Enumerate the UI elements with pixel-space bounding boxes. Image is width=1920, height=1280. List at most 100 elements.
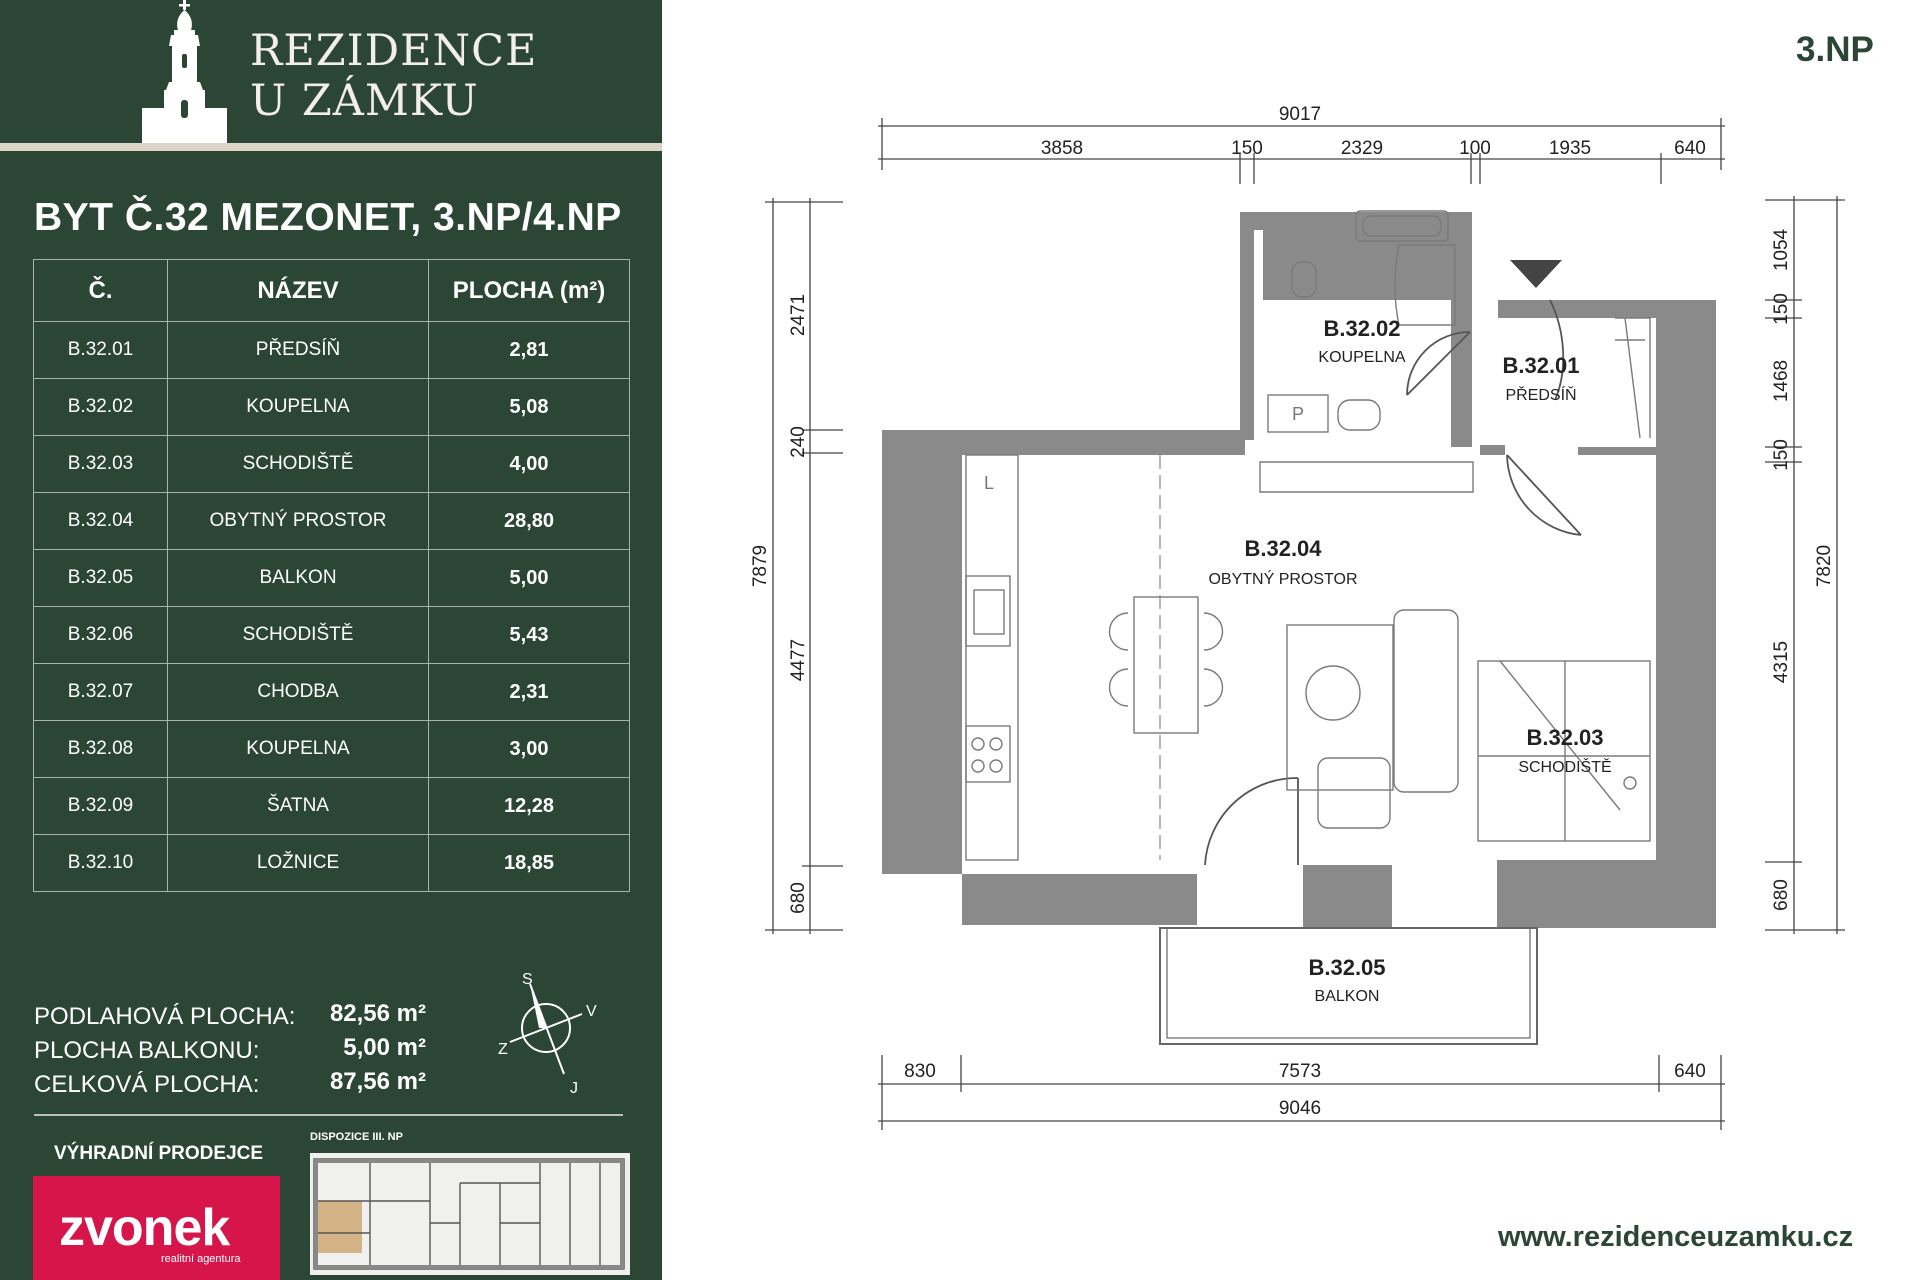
dim-left-2: 4477 <box>788 639 809 681</box>
room-area: 28,80 <box>428 492 630 550</box>
room-label-id: B.32.03 <box>1526 725 1603 750</box>
website-link[interactable]: www.rezidenceuzamku.cz <box>1498 1221 1854 1253</box>
dim-left-0: 2471 <box>788 294 809 336</box>
room-area: 5,43 <box>428 606 630 664</box>
room-name: SCHODIŠTĚ <box>167 606 429 664</box>
room-area: 12,28 <box>428 777 630 835</box>
dim-right-2: 1468 <box>1771 360 1792 402</box>
room-number: B.32.09 <box>33 777 168 835</box>
room-label-id: B.32.05 <box>1308 955 1385 980</box>
room-area: 5,00 <box>428 549 630 607</box>
fridge-label: L <box>984 473 994 493</box>
door-swings <box>1204 299 1582 866</box>
compass-west-label: Z <box>498 1041 508 1058</box>
room-number: B.32.07 <box>33 663 168 721</box>
unit-title: BYT Č.32 MEZONET, 3.NP/4.NP <box>34 196 622 239</box>
dim-bottom-1: 7573 <box>1279 1061 1321 1082</box>
room-area: 5,08 <box>428 378 630 436</box>
room-number: B.32.10 <box>33 834 168 892</box>
balcony-area-value: 5,00 m² <box>343 1034 426 1061</box>
dim-bottom-2: 640 <box>1674 1061 1706 1082</box>
summary-divider <box>34 1114 623 1116</box>
agency-name: zvonek <box>59 1199 230 1257</box>
column-header-number: Č. <box>33 259 168 322</box>
total-area-value: 87,56 m² <box>329 1068 426 1095</box>
room-area: 2,81 <box>428 321 630 379</box>
balcony-area-label: PLOCHA BALKONU: <box>34 1037 260 1064</box>
zvonek-agency-logo[interactable]: zvonek realitní agentura <box>33 1176 280 1280</box>
room-name: KOUPELNA <box>167 378 429 436</box>
dim-right-1: 150 <box>1771 293 1792 325</box>
column-header-area: PLOCHA (m²) <box>428 259 630 322</box>
layout-thumbnail-label: DISPOZICE III. NP <box>310 1131 403 1143</box>
room-area: 3,00 <box>428 720 630 778</box>
compass-east-label: V <box>586 1003 597 1020</box>
room-label-name: BALKON <box>1315 988 1380 1005</box>
total-area-label: CELKOVÁ PLOCHA: <box>34 1071 260 1098</box>
washer-label: P <box>1292 404 1304 424</box>
room-name: OBYTNÝ PROSTOR <box>167 492 429 550</box>
dim-bottom-total: 9046 <box>1279 1098 1321 1119</box>
dimension-lines-top <box>878 118 1725 184</box>
balcony-outline <box>1159 927 1538 1045</box>
dim-top-2: 2329 <box>1341 138 1383 159</box>
castle-tower-logo-icon <box>142 0 227 143</box>
exclusive-seller-label: VÝHRADNÍ PRODEJCE <box>54 1143 264 1164</box>
room-number: B.32.02 <box>33 378 168 436</box>
brand-divider-band <box>0 143 662 151</box>
room-number: B.32.08 <box>33 720 168 778</box>
dim-right-4: 4315 <box>1771 641 1792 683</box>
dim-right-total: 7820 <box>1814 545 1835 587</box>
dim-top-4: 1935 <box>1549 138 1591 159</box>
dimension-labels-left: 7879 2471 240 4477 680 <box>750 294 809 914</box>
table-header-row: Č. NÁZEV PLOCHA (m²) <box>33 259 630 322</box>
dim-left-3: 680 <box>788 882 809 914</box>
room-name: SCHODIŠTĚ <box>167 435 429 493</box>
dimension-labels-bottom: 830 7573 640 9046 <box>904 1061 1706 1119</box>
info-panel: REZIDENCE U ZÁMKU BYT Č.32 MEZONET, 3.NP… <box>0 0 662 1280</box>
room-number: B.32.04 <box>33 492 168 550</box>
plan-walls <box>882 212 1716 928</box>
room-label-name: KOUPELNA <box>1318 349 1405 366</box>
dim-left-1: 240 <box>788 426 809 458</box>
dimension-labels-top: 9017 3858 150 2329 100 1935 640 <box>1041 104 1706 159</box>
dim-right-3: 150 <box>1771 439 1792 471</box>
room-area: 2,31 <box>428 663 630 721</box>
room-label-id: B.32.01 <box>1502 353 1579 378</box>
compass-rose-icon: S V Z J <box>498 971 597 1097</box>
room-name: KOUPELNA <box>167 720 429 778</box>
floor-plan-drawing: L P B.32.02 KOUPELNA B.32.01 PŘEDSÍŇ B.3… <box>750 104 1845 1130</box>
room-number: B.32.06 <box>33 606 168 664</box>
room-name: PŘEDSÍŇ <box>167 321 429 379</box>
dimension-lines-right <box>1765 196 1845 934</box>
dim-top-total: 9017 <box>1279 104 1321 125</box>
room-label-name: PŘEDSÍŇ <box>1505 385 1576 404</box>
dimension-labels-right: 1054 150 1468 150 4315 680 7820 <box>1771 228 1835 910</box>
room-number: B.32.03 <box>33 435 168 493</box>
plan-fixtures <box>965 210 1651 861</box>
dim-top-3: 100 <box>1459 138 1491 159</box>
room-area: 4,00 <box>428 435 630 493</box>
room-name: BALKON <box>167 549 429 607</box>
entrance-marker-icon <box>1510 260 1562 288</box>
room-name: ŠATNA <box>167 777 429 835</box>
dim-bottom-0: 830 <box>904 1061 936 1082</box>
dim-top-0: 3858 <box>1041 138 1083 159</box>
dimension-lines-left <box>765 198 843 934</box>
compass-north-label: S <box>522 971 533 988</box>
dimension-lines-bottom <box>878 1055 1725 1130</box>
room-label-name: OBYTNÝ PROSTOR <box>1208 569 1357 588</box>
dim-left-total: 7879 <box>750 545 771 587</box>
floor-area-value: 82,56 m² <box>329 1000 426 1027</box>
brand-name-line2: U ZÁMKU <box>250 76 479 126</box>
